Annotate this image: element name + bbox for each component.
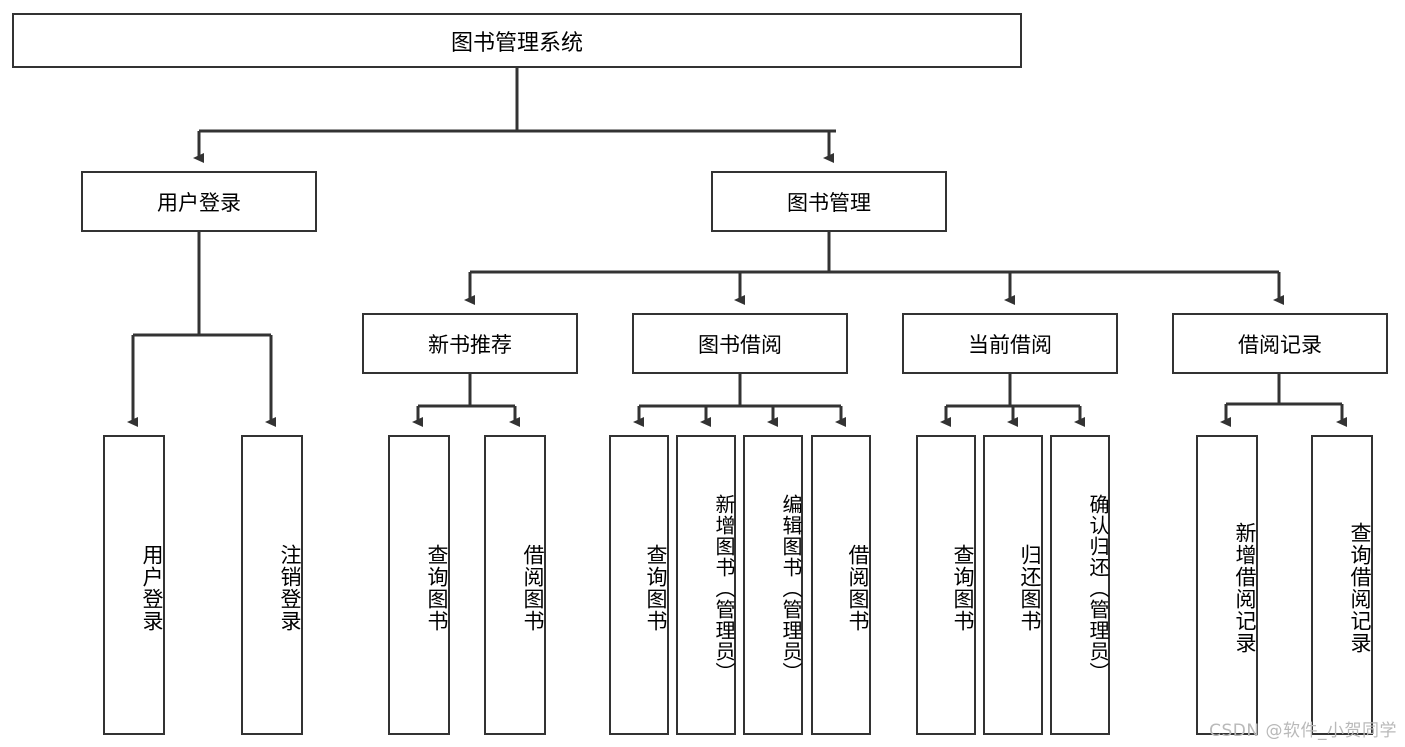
node-label: 用户登录	[157, 190, 241, 215]
leaf-logout[interactable]: 注销登录	[241, 435, 303, 735]
node-label: 查询图书	[425, 544, 449, 632]
node-label: 查询图书	[644, 544, 668, 632]
leaf-recommend-borrow-book[interactable]: 借阅图书	[484, 435, 546, 735]
leaf-current-confirm-return-admin[interactable]: 确认归还（管理员）	[1050, 435, 1110, 735]
node-label: 用户登录	[140, 544, 164, 632]
node-user-login[interactable]: 用户登录	[81, 171, 317, 232]
leaf-borrow-add-book-admin[interactable]: 新增图书（管理员）	[676, 435, 736, 735]
node-book-borrow[interactable]: 图书借阅	[632, 313, 848, 374]
node-label: 当前借阅	[968, 332, 1052, 357]
leaf-current-query-book[interactable]: 查询图书	[916, 435, 976, 735]
node-label: 查询图书	[951, 544, 975, 632]
leaf-user-login[interactable]: 用户登录	[103, 435, 165, 735]
node-label: 新书推荐	[428, 332, 512, 357]
node-label: 借阅记录	[1238, 332, 1322, 357]
node-label: 编辑图书（管理员）	[779, 493, 803, 683]
node-label: 新增图书（管理员）	[712, 493, 736, 683]
node-label: 图书管理系统	[450, 30, 583, 56]
node-root-system[interactable]: 图书管理系统	[12, 13, 1022, 68]
node-label: 查询借阅记录	[1348, 522, 1372, 654]
node-label: 图书管理	[787, 190, 871, 215]
leaf-borrow-borrow-book[interactable]: 借阅图书	[811, 435, 871, 735]
watermark-text: CSDN @软件_小贺同学	[1209, 721, 1397, 741]
node-label: 确认归还（管理员）	[1086, 493, 1110, 683]
node-borrow-record[interactable]: 借阅记录	[1172, 313, 1388, 374]
node-current-borrow[interactable]: 当前借阅	[902, 313, 1118, 374]
leaf-borrow-query-book[interactable]: 查询图书	[609, 435, 669, 735]
node-label: 图书借阅	[698, 332, 782, 357]
node-label: 归还图书	[1018, 544, 1042, 632]
node-label: 新增借阅记录	[1233, 522, 1257, 654]
node-new-book-recommend[interactable]: 新书推荐	[362, 313, 578, 374]
leaf-recommend-query-book[interactable]: 查询图书	[388, 435, 450, 735]
node-label: 借阅图书	[846, 544, 870, 632]
leaf-record-add-record[interactable]: 新增借阅记录	[1196, 435, 1258, 735]
node-label: 注销登录	[278, 544, 302, 632]
leaf-record-query-record[interactable]: 查询借阅记录	[1311, 435, 1373, 735]
leaf-current-return-book[interactable]: 归还图书	[983, 435, 1043, 735]
leaf-borrow-edit-book-admin[interactable]: 编辑图书（管理员）	[743, 435, 803, 735]
node-book-management[interactable]: 图书管理	[711, 171, 947, 232]
node-label: 借阅图书	[521, 544, 545, 632]
